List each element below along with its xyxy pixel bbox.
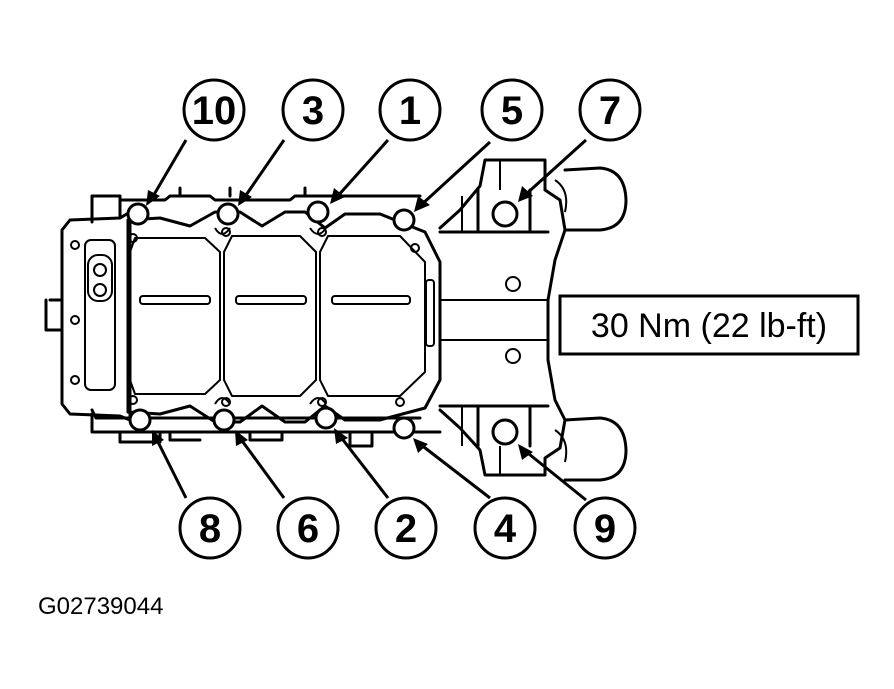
callout-label: 10 (192, 89, 237, 133)
callout-label: 4 (494, 507, 517, 551)
bolt-6 (212, 408, 236, 432)
bolt-4 (392, 416, 416, 440)
callout-label: 9 (594, 507, 616, 551)
bolt-3 (216, 202, 240, 226)
callout-label: 2 (395, 507, 417, 551)
figure-id: G02739044 (38, 593, 163, 620)
callout-bottom-2: 2 (374, 496, 438, 560)
callout-bottom-9: 9 (573, 496, 637, 560)
callout-label: 6 (297, 507, 319, 551)
callout-top-1: 1 (378, 78, 442, 142)
callout-top-7: 7 (578, 78, 642, 142)
bolt-8 (128, 408, 152, 432)
bolt-10 (126, 202, 150, 226)
torque-spec-label: 30 Nm (22 lb-ft) (591, 307, 827, 345)
callout-label: 1 (399, 89, 421, 133)
bolt-1 (306, 200, 330, 224)
leader-arrows (146, 138, 588, 502)
callout-top-3: 3 (281, 78, 345, 142)
callout-bottom-8: 8 (178, 496, 242, 560)
callout-label: 8 (199, 507, 221, 551)
callout-label: 5 (501, 89, 523, 133)
callout-bottom-4: 4 (473, 496, 537, 560)
callout-label: 3 (302, 89, 324, 133)
callout-bottom-6: 6 (276, 496, 340, 560)
bolt-5 (392, 208, 416, 232)
bolt-7 (491, 200, 519, 228)
callout-top-5: 5 (480, 78, 544, 142)
callout-label: 7 (599, 89, 621, 133)
torque-spec-box: 30 Nm (22 lb-ft) (558, 294, 860, 356)
bolt-2 (314, 406, 338, 430)
bolt-9 (491, 418, 519, 446)
callout-top-10: 10 (182, 78, 246, 142)
manifold-drawing (44, 158, 628, 482)
bolts (126, 200, 519, 446)
